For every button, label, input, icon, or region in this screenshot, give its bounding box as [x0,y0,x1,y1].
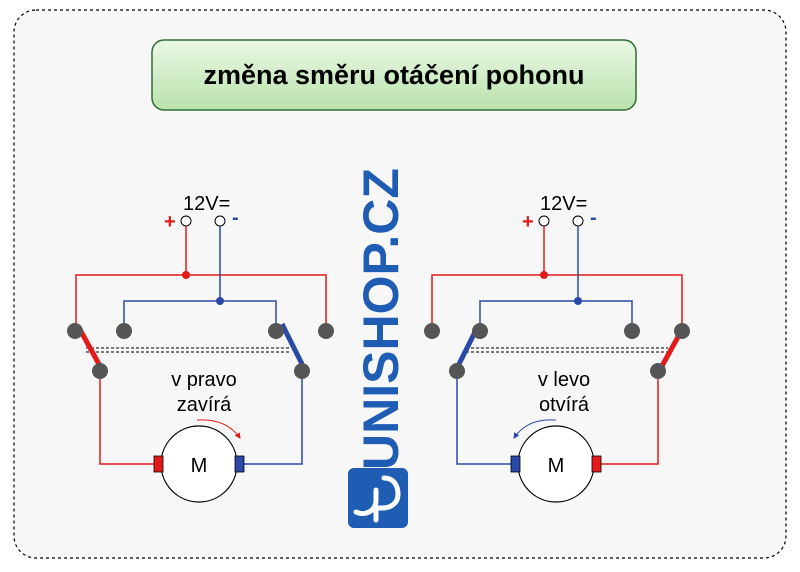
supply-label: 12V= [540,193,587,215]
plus-sign: + [522,211,534,233]
rotation-arrow-cw [196,419,241,439]
contact [650,363,666,379]
positive-bus [431,274,683,326]
plus-sign: + [164,211,176,233]
motor-terminal-red [153,455,164,473]
contact [116,323,132,339]
motor-label: M [548,455,565,477]
negative-bus [479,300,633,330]
plus-terminal [538,215,550,227]
rotation-arrow-ccw [513,419,557,439]
contact [294,363,310,379]
motor-terminal-red [591,455,602,473]
motor-wire-red [99,379,155,465]
switch-lever-blue [279,322,305,366]
contact [67,323,83,339]
positive-node [540,271,548,279]
brand-text: UNISHOP.CZ [353,168,409,470]
minus-terminal [572,215,584,227]
direction-caption: v levo [538,369,590,391]
contact [449,363,465,379]
negative-node [216,297,224,305]
contact [674,323,690,339]
plus-terminal [180,215,192,227]
direction-action: otvírá [539,394,590,416]
positive-node [182,271,190,279]
brand-logo: UNISHOP.CZ [348,168,409,528]
circuit-right: 12V= + - v pravo zavírá [67,193,334,503]
circuit-left: 12V= + - v levo otvírá [424,193,690,503]
brand-icon-mark [353,475,401,523]
supply-label: 12V= [183,193,230,215]
minus-terminal [214,215,226,227]
contact [92,363,108,379]
motor-terminal-blue [234,455,245,473]
motor-terminal-blue [510,455,521,473]
minus-sign: - [232,207,239,229]
contact [472,323,488,339]
positive-bus [75,274,327,326]
background-panel [13,9,787,559]
motor-wire-blue [243,379,303,465]
negative-node [574,297,582,305]
contact [318,323,334,339]
contact [424,323,440,339]
direction-action: zavírá [177,394,232,416]
minus-sign: - [590,207,597,229]
negative-bus [123,300,277,330]
motor-wire-blue [456,379,514,465]
contact [624,323,640,339]
motor-label: M [191,455,208,477]
page-title: změna směru otáčení pohonu [203,60,584,90]
title-box: změna směru otáčení pohonu [151,39,637,111]
motor-wire-red [598,379,659,465]
contact [268,323,284,339]
direction-caption: v pravo [171,369,237,391]
